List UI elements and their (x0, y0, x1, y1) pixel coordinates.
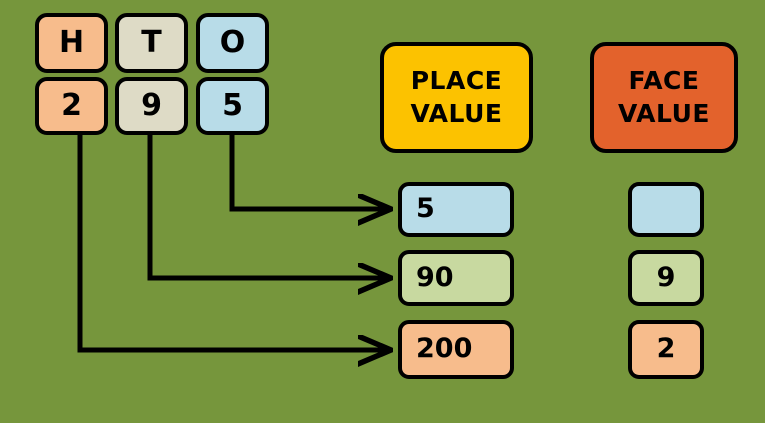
connector-ones-to-place-value (229, 135, 389, 209)
place-value-row-3[interactable]: 200 (398, 320, 514, 379)
face-value-row-3[interactable]: 2 (628, 320, 704, 379)
face-value-title-line1: FACE (628, 66, 700, 96)
face-value-row-2[interactable]: 9 (628, 250, 704, 306)
connector-tens-to-place-value (147, 135, 389, 278)
place-header-ones[interactable]: O (196, 13, 269, 73)
place-header-hundreds[interactable]: H (35, 13, 108, 73)
hundreds-digit-cell[interactable]: 2 (35, 77, 108, 135)
place-value-row-1[interactable]: 5 (398, 182, 514, 237)
place-value-title-card[interactable]: PLACE VALUE (380, 42, 533, 153)
face-value-row-1[interactable] (628, 182, 704, 237)
tens-digit-cell[interactable]: 9 (115, 77, 188, 135)
place-header-tens[interactable]: T (115, 13, 188, 73)
place-value-row-2[interactable]: 90 (398, 250, 514, 306)
place-value-title-line2: VALUE (410, 98, 503, 128)
connector-hundreds-to-place-value (77, 135, 389, 350)
face-value-title-card[interactable]: FACE VALUE (590, 42, 738, 153)
face-value-title-line2: VALUE (618, 98, 710, 128)
ones-digit-cell[interactable]: 5 (196, 77, 269, 135)
place-value-title-line1: PLACE (410, 66, 503, 96)
